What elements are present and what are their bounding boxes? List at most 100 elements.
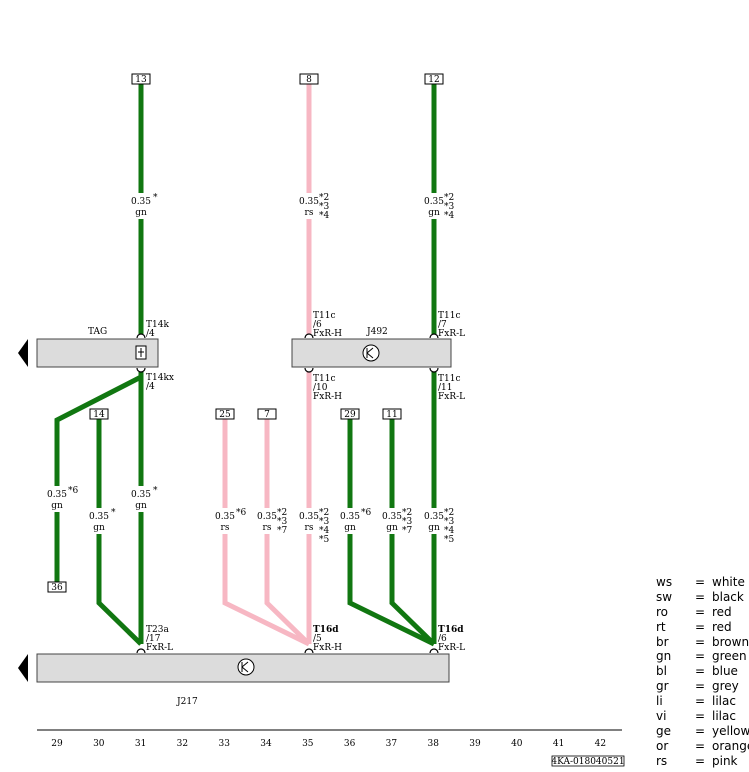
svg-text:0.35: 0.35 <box>89 512 109 522</box>
svg-text:13: 13 <box>135 75 147 85</box>
ref-box-7: 7 <box>257 408 277 420</box>
svg-text:*: * <box>153 486 158 496</box>
arrow-left-icon <box>18 339 28 367</box>
legend-row: ro=red <box>656 605 749 620</box>
component-label-j492: J492 <box>366 327 388 337</box>
legend-name: blue <box>712 664 738 679</box>
doc-id-box <box>551 755 625 767</box>
ref-box-13: 13 <box>131 73 151 85</box>
legend-code: ws <box>656 575 673 589</box>
doc-id: 4KA-018040521 <box>551 757 624 767</box>
svg-text:36: 36 <box>51 583 63 593</box>
legend-eq: = <box>694 589 706 604</box>
svg-text:rs: rs <box>305 523 314 533</box>
legend-row: ws = white <box>656 575 749 590</box>
svg-text:T11c: T11c <box>438 311 461 321</box>
svg-text:FxR-H: FxR-H <box>313 329 342 339</box>
svg-text:gn: gn <box>93 523 105 533</box>
legend-name: brown <box>712 634 749 649</box>
scale-number: 29 <box>51 739 63 749</box>
svg-text:*2*3*4: *2*3*4 <box>319 193 330 221</box>
svg-text:FxR-L: FxR-L <box>438 643 465 653</box>
wire-7 <box>264 418 311 646</box>
svg-text:*2*3*4: *2*3*4 <box>444 193 455 221</box>
svg-text:11: 11 <box>386 410 397 420</box>
svg-text:14: 14 <box>93 410 105 420</box>
svg-text:gn: gn <box>51 501 63 511</box>
svg-text:gn: gn <box>135 501 147 511</box>
svg-text:/4: /4 <box>146 329 155 339</box>
svg-text:12: 12 <box>428 75 439 85</box>
legend-row: ge=yellow <box>656 724 749 739</box>
svg-text:0.35: 0.35 <box>424 512 444 522</box>
legend-code: rt <box>656 619 666 634</box>
connector-label-t14k: T14k/4 <box>146 320 169 339</box>
legend-eq: = <box>694 694 706 709</box>
svg-text:0.35: 0.35 <box>257 512 277 522</box>
svg-text:*: * <box>153 193 158 203</box>
scale-number: 41 <box>553 739 564 749</box>
legend-name: black <box>712 589 744 604</box>
svg-text:/7: /7 <box>438 320 447 330</box>
arrow-left-icon <box>18 654 28 682</box>
svg-text:*2*3*7: *2*3*7 <box>277 508 288 536</box>
ref-box-25: 25 <box>215 408 235 420</box>
svg-text:0.35: 0.35 <box>340 512 360 522</box>
transistor-icon <box>237 658 255 676</box>
wire-25 <box>222 418 311 647</box>
legend-code: li <box>656 694 663 709</box>
svg-text:*: * <box>111 508 116 518</box>
svg-text:/17: /17 <box>146 634 161 644</box>
svg-text:0.35: 0.35 <box>299 512 319 522</box>
wire-14 <box>96 418 143 646</box>
svg-text:rs: rs <box>263 523 272 533</box>
scale-number: 35 <box>302 739 314 749</box>
legend-name: white <box>712 575 745 589</box>
component-label-tag: TAG <box>88 327 107 337</box>
svg-text:gn: gn <box>428 523 440 533</box>
svg-text:FxR-L: FxR-L <box>438 329 465 339</box>
svg-text:/11: /11 <box>438 383 452 393</box>
legend-row: gr=grey <box>656 679 749 694</box>
legend-row: li = lilac <box>656 694 749 709</box>
legend-name: lilac <box>712 694 736 709</box>
legend-code: or <box>656 738 669 753</box>
svg-text:gn: gn <box>428 208 440 218</box>
ref-box-29: 29 <box>340 408 360 420</box>
svg-text:*6: *6 <box>361 508 372 518</box>
scale-number: 42 <box>595 739 606 749</box>
svg-text:T14k: T14k <box>146 320 169 330</box>
legend-name: grey <box>712 679 739 694</box>
legend-row: rs=pink <box>656 754 749 769</box>
legend-eq: = <box>694 634 706 649</box>
legend-eq: = <box>694 575 706 589</box>
svg-text:FxR-L: FxR-L <box>438 392 465 402</box>
legend-eq: = <box>694 709 706 724</box>
svg-text:*2*3*4*5: *2*3*4*5 <box>444 508 455 545</box>
svg-text:T23a: T23a <box>146 625 169 635</box>
ref-box-8: 8 <box>299 73 319 85</box>
svg-text:T16d: T16d <box>313 625 339 635</box>
svg-text:/6: /6 <box>313 320 322 330</box>
legend-name: red <box>712 619 732 634</box>
svg-text:T14kx: T14kx <box>146 373 174 383</box>
legend-name: yellow <box>712 723 749 738</box>
legend-row: sw=black <box>656 590 749 605</box>
legend-code: gn <box>656 649 672 664</box>
legend-eq: = <box>694 664 706 679</box>
svg-text:29: 29 <box>344 410 356 420</box>
ref-box-11: 11 <box>382 408 402 420</box>
svg-text:*2*3*7: *2*3*7 <box>402 508 413 536</box>
legend-name: lilac <box>712 709 736 724</box>
